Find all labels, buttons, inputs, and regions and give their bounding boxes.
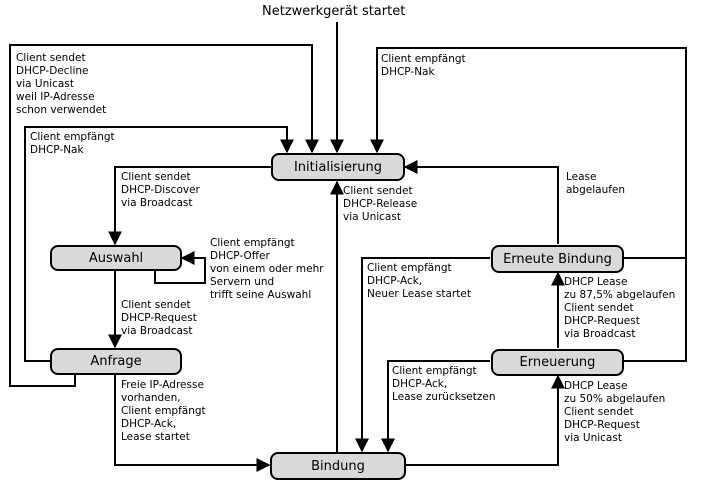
label-decline: Client sendet DHCP-Decline via Unicast w… (16, 52, 107, 116)
label-lease-expired: Lease abgelaufen (566, 171, 626, 196)
label-t2: DHCP Lease zu 87,5% abgelaufen Client se… (564, 276, 676, 340)
label-t1: DHCP Lease zu 50% abgelaufen Client send… (564, 380, 666, 444)
decline-edge (9, 44, 319, 387)
state-erneute-bindung: Erneute Bindung (491, 245, 624, 273)
label-ack-rebind: Client empfängt DHCP-Ack, Neuer Lease st… (367, 262, 471, 300)
discover-edge (108, 166, 271, 246)
ack-renew-edge (381, 360, 490, 453)
lease-expired-edge (403, 160, 559, 244)
label-nak-anfrage: Client empfängt DHCP-Nak (30, 131, 115, 156)
state-anfrage: Anfrage (50, 348, 182, 375)
start-label: Netzwerkgerät startet (262, 4, 406, 19)
label-discover: Client sendet DHCP-Discover via Broadcas… (121, 171, 200, 209)
label-nak-rebind: Client empfängt DHCP-Nak (381, 53, 466, 78)
label-request: Client sendet DHCP-Request via Broadcast (121, 299, 197, 337)
ack-rebind-edge (355, 257, 490, 453)
label-ack-bind: Freie IP-Adresse vorhanden, Client empfä… (121, 379, 206, 443)
state-auswahl: Auswahl (50, 245, 182, 271)
label-offer: Client empfängt DHCP-Offer von einem ode… (210, 237, 324, 301)
ack-bind-edge (114, 375, 271, 472)
state-initialisierung: Initialisierung (271, 153, 405, 181)
state-erneuerung: Erneuerung (491, 349, 624, 376)
t1-edge (406, 374, 565, 466)
label-ack-renew: Client empfängt DHCP-Ack, Lease zurückse… (392, 365, 496, 403)
nak-rebind-edge (370, 47, 687, 259)
label-release: Client sendet DHCP-Release via Unicast (343, 185, 418, 223)
offer-edge (154, 251, 206, 284)
nak-renew-edge (624, 258, 687, 362)
state-bindung: Bindung (270, 452, 406, 480)
nak-anfrage-edge (24, 126, 294, 362)
